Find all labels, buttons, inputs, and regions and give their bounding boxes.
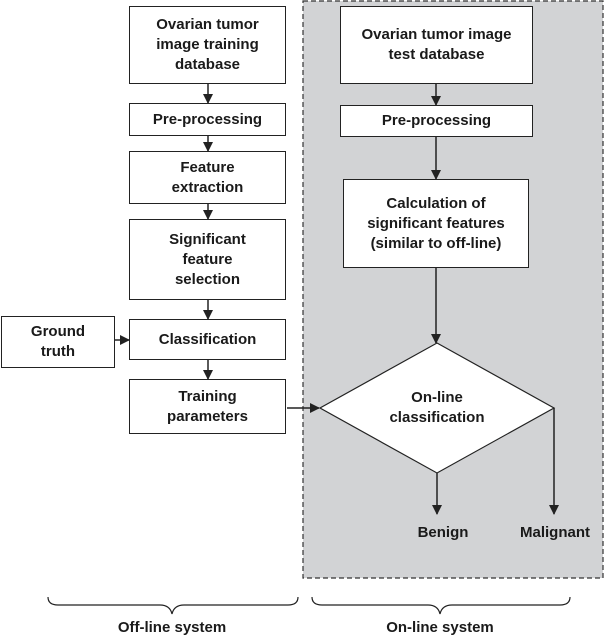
offline-system-label: Off-line system [117,619,227,636]
training-parameters-box: Training parameters [129,379,286,434]
malignant-label: Malignant [520,524,590,541]
ground-truth-box: Ground truth [1,316,115,368]
online-classification-label: On-line classification [389,389,485,426]
feature-extraction-box: Feature extraction [129,151,286,204]
training-database-box: Ovarian tumor image training database [129,6,286,84]
offline-preprocessing-box: Pre-processing [129,103,286,136]
online-brace [311,596,571,615]
test-database-box: Ovarian tumor image test database [340,6,533,84]
calculation-features-box: Calculation of significant features (sim… [343,179,529,268]
benign-label: Benign [417,524,469,541]
online-system-label: On-line system [386,619,494,636]
classification-box: Classification [129,319,286,360]
online-preprocessing-box: Pre-processing [340,105,533,137]
feature-selection-box: Significant feature selection [129,219,286,300]
offline-brace [47,596,299,615]
online-system-panel [302,0,604,579]
